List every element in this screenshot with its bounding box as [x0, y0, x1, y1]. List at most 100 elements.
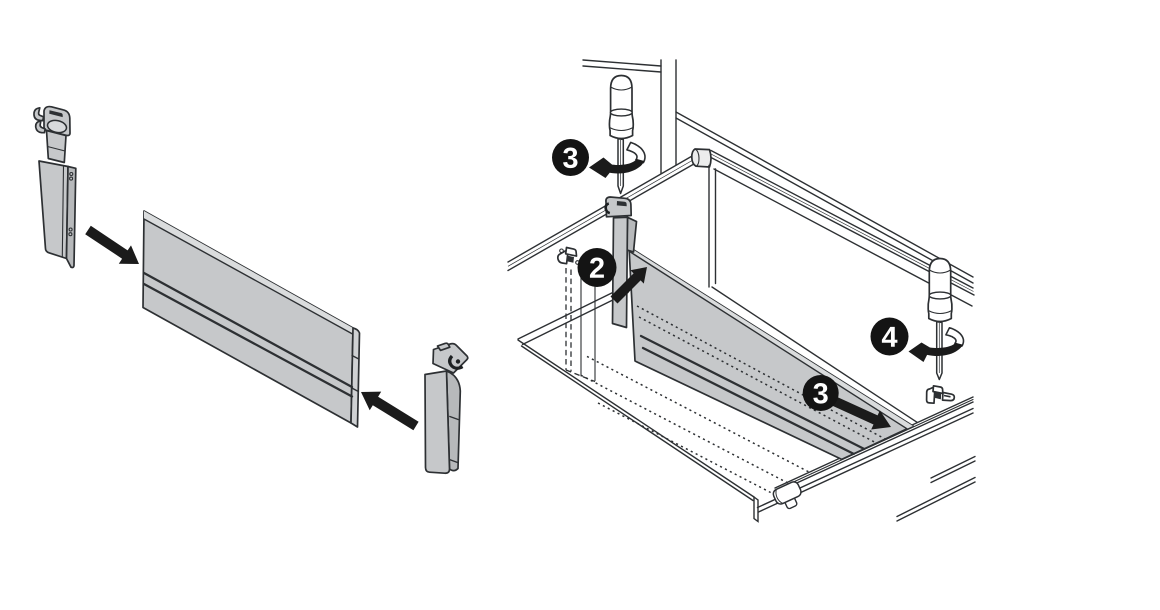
holder-left-claw-1: [33, 106, 45, 122]
badge-step-4-circle: [870, 317, 909, 356]
rail-corner-connector: [690, 148, 712, 168]
step3-slide-arrow: [831, 396, 891, 430]
cabinet-outline: [582, 59, 976, 522]
front-panel-end: [753, 495, 759, 523]
bottom-back-edge-1: [517, 285, 627, 340]
front-rail-clamp-cap: [775, 489, 783, 504]
installed-divider-band-line: [629, 251, 908, 430]
divider-holder-right: [424, 342, 469, 475]
holder-left-neck-line: [46, 145, 66, 152]
figure-divider-parts: [33, 105, 469, 475]
holder-left-body-line: [61, 165, 65, 258]
divider-panel-top-band-line: [143, 218, 354, 335]
holder-right-body: [424, 370, 451, 475]
holder-left-shade: [49, 110, 63, 118]
divider-panel: [142, 210, 361, 428]
front-bracket-tab: [932, 384, 944, 395]
mounting-position-ghost: [556, 246, 596, 383]
installed-divider-groove-2: [641, 346, 855, 456]
badge-step-2: 2: [577, 248, 617, 287]
divider-panel-groove-1: [142, 271, 354, 389]
holder-left-bore: [46, 119, 68, 134]
projection-dotted-2: [580, 374, 790, 485]
front-rail-clamp: [772, 481, 802, 510]
cabinet-top-left-2: [582, 65, 662, 73]
rotate-arrow-back: [589, 141, 646, 178]
holder-left-clip-3: [68, 227, 73, 232]
divider-panel-edge-face: [350, 327, 361, 428]
screwdriver-front-dome-line: [928, 269, 952, 274]
badge-step-3-front: 3: [802, 375, 839, 411]
back-panel-bottom: [711, 286, 920, 425]
cabinet-bottom-right-1: [930, 455, 976, 479]
installed-divider-top-band: [629, 247, 913, 429]
installed-divider: [628, 246, 914, 461]
installed-divider-groove-1: [639, 334, 866, 451]
left-rail-inner: [507, 159, 694, 267]
rotate-arrow-front-head: [908, 342, 963, 362]
badge-step-2-glyph: [589, 257, 604, 278]
rotate-arrow-front: [908, 327, 965, 362]
ghost-bracket-screw-1: [559, 248, 564, 254]
holder-left-clip-2: [69, 176, 74, 181]
holder-left-clip-4: [68, 232, 73, 237]
insert-arrow-right: [361, 391, 419, 431]
badge-step-4-glyph: [881, 326, 898, 347]
left-rail-bottom: [507, 163, 694, 272]
divider-panel-top-band: [144, 211, 353, 335]
divider-holder-left: [33, 105, 77, 269]
holder-left-claw-2: [34, 119, 47, 134]
rotate-arrow-back-head: [589, 157, 645, 178]
installed-divider-dotted-2: [638, 316, 877, 444]
holder-right-claw: [448, 354, 464, 370]
badge-step-3-back: 3: [552, 139, 589, 176]
installed-holder-dark: [616, 201, 627, 207]
holder-right-notch-2: [448, 458, 459, 464]
cabinet-side-top-1: [675, 111, 974, 278]
bottom-front-edge-1: [517, 339, 755, 498]
divider-panel-edge-notch-1: [351, 354, 360, 360]
step2-arrow: [610, 267, 647, 304]
cabinet-top-left-1: [582, 59, 662, 67]
screwdriver-front-handle: [927, 257, 953, 323]
divider-panel-edge-notch-2: [351, 387, 360, 393]
screwdriver-back: [608, 74, 635, 195]
ghost-bracket-dark: [566, 255, 574, 263]
front-rail-bottom: [774, 401, 974, 494]
step-badges: 3 2 3 4: [552, 139, 909, 411]
installed-holder-claw: [604, 202, 611, 215]
holder-left-body: [38, 160, 69, 260]
front-rail-clamp-body: [772, 481, 802, 505]
holder-right-tab: [436, 342, 451, 352]
left-rail-top: [507, 154, 694, 263]
projection-dotted-1: [586, 355, 813, 475]
badge-step-3-back-glyph: [563, 147, 578, 169]
installed-holder-head: [605, 196, 633, 218]
cabinet-bottom-right-2: [930, 460, 976, 484]
insert-arrow-left: [85, 225, 139, 264]
holder-left-clip-1: [69, 171, 74, 177]
holder-right-claw-pin: [455, 359, 461, 364]
front-divider-bracket: [925, 384, 956, 405]
rotate-arrow-back-tail: [626, 141, 646, 164]
rail-corner-connector-cap: [694, 148, 700, 167]
rotate-arrow-front-tail: [945, 327, 965, 347]
projection-dotted-3: [597, 402, 771, 494]
cabinet-side-top-2: [675, 117, 974, 284]
cabinet-bottom-right-4: [896, 481, 976, 522]
bottom-back-edge-2: [521, 291, 629, 346]
screwdriver-front-ferrule-line: [927, 309, 953, 315]
screwdriver-front-ring: [928, 291, 952, 300]
badge-step-4: 4: [870, 317, 909, 356]
screwdriver-front: [927, 257, 953, 381]
screwdriver-back-handle: [608, 74, 635, 140]
screwdriver-back-ring: [609, 108, 633, 117]
figure-drawer-installation: [507, 59, 976, 523]
ghost-bracket-tab: [564, 246, 578, 257]
ghost-dashed-bottom: [565, 369, 596, 383]
front-bracket-line: [943, 394, 951, 398]
holder-left-flange: [65, 165, 77, 269]
cabinet-bottom-right-3: [896, 476, 976, 518]
